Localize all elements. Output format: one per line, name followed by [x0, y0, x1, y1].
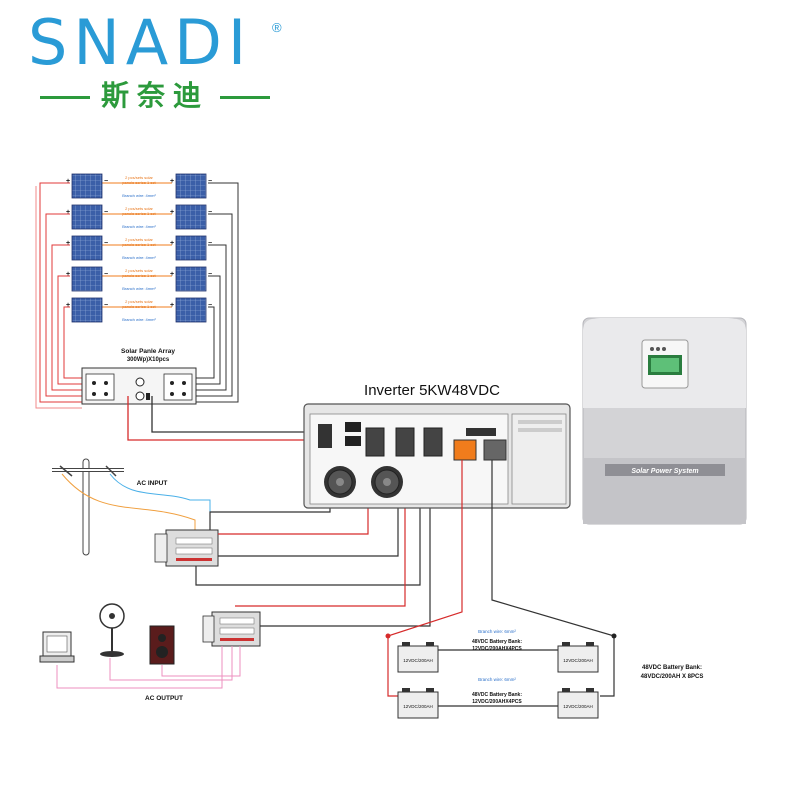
solar-wiring	[35, 182, 239, 409]
battery-cell-label: 12VDC/200AH	[563, 658, 593, 663]
pair-label-1: 2 pcs/sets solar	[125, 175, 153, 180]
speaker-load	[149, 625, 175, 665]
svg-text:−: −	[208, 209, 212, 216]
solar-panel	[71, 266, 103, 292]
battery-bank-label-2: 12VDC/200AHX4PCS	[472, 646, 522, 652]
battery-cell-label: 12VDC/200AH	[403, 658, 433, 663]
svg-text:−: −	[104, 271, 108, 278]
inverter-open-unit	[303, 403, 571, 509]
svg-text:−: −	[104, 240, 108, 247]
battery-total-label-2: 48VDC/200AH X 8PCS	[641, 674, 704, 680]
pair-label-2: panels series 1 set	[122, 273, 156, 278]
svg-text:−: −	[104, 178, 108, 185]
inverter-unit-label: Solar Power System	[631, 468, 698, 475]
solar-panel	[175, 266, 207, 292]
brand-chinese-text: 斯奈迪	[100, 79, 209, 112]
battery-cell: 12VDC/200AH	[557, 688, 599, 719]
svg-text:+: +	[66, 240, 70, 247]
solar-panel	[175, 297, 207, 323]
branch-wire-label: Branch wire: 4mm²	[122, 317, 156, 322]
branch-wire-label: Branch wire: 4mm²	[122, 193, 156, 198]
ac-input-breaker	[154, 529, 219, 567]
ac-wiring	[195, 455, 431, 627]
computer-load	[39, 631, 75, 663]
logo-left-bar	[40, 96, 90, 99]
brand-logo: SNADI	[28, 6, 253, 79]
pair-label-1: 2 pcs/sets solar	[125, 237, 153, 242]
svg-text:−: −	[104, 302, 108, 309]
svg-text:−: −	[208, 178, 212, 185]
solar-panel-row-5	[71, 297, 207, 323]
battery-branch-wire-label: Branch wire: 6mm²	[478, 677, 516, 682]
battery-node-negative	[611, 633, 617, 639]
battery-bank-label-2: 12VDC/200AHX4PCS	[472, 699, 522, 705]
battery-cell: 12VDC/200AH	[397, 688, 439, 719]
battery-node-positive	[385, 633, 391, 639]
svg-text:+: +	[170, 178, 174, 185]
inverter-title: Inverter 5KW48VDC	[364, 382, 500, 399]
pair-label-1: 2 pcs/sets solar	[125, 299, 153, 304]
svg-text:+: +	[66, 209, 70, 216]
inverter-product-photo: Solar Power System	[582, 317, 747, 525]
battery-wiring	[387, 460, 615, 707]
ac-input-label: AC INPUT	[137, 480, 168, 487]
solar-panel-row-3	[71, 235, 207, 261]
pair-label-2: panels series 1 set	[122, 304, 156, 309]
svg-text:−: −	[208, 240, 212, 247]
logo-right-bar	[220, 96, 270, 99]
battery-total-label-1: 48VDC Battery Bank:	[642, 665, 702, 671]
pv-combiner-box	[81, 367, 197, 405]
solar-panel	[71, 204, 103, 230]
solar-panel	[175, 235, 207, 261]
svg-text:−: −	[104, 209, 108, 216]
solar-panel-row-2	[71, 204, 207, 230]
battery-cell: 12VDC/200AH	[397, 642, 439, 673]
solar-array-title: Solar Panle Array	[121, 348, 175, 355]
svg-text:+: +	[66, 271, 70, 278]
ac-output-breaker	[202, 611, 261, 647]
battery-bank-label-1: 48VDC Battery Bank:	[472, 692, 522, 698]
svg-text:+: +	[66, 302, 70, 309]
panel-polarity-markers: + − + − + − + − + − + − + − + − + − + −	[66, 178, 212, 309]
svg-text:−: −	[208, 271, 212, 278]
svg-text:−: −	[208, 302, 212, 309]
pair-label-2: panels series 1 set	[122, 180, 156, 185]
solar-array-spec: 300Wp)X10pcs	[127, 357, 170, 363]
solar-panel-row-4	[71, 266, 207, 292]
pair-label-2: panels series 1 set	[122, 211, 156, 216]
pair-label-1: 2 pcs/sets solar	[125, 206, 153, 211]
solar-panel	[71, 235, 103, 261]
battery-cell: 12VDC/200AH	[557, 642, 599, 673]
svg-text:+: +	[170, 302, 174, 309]
pair-label-1: 2 pcs/sets solar	[125, 268, 153, 273]
ac-output-label: AC OUTPUT	[145, 695, 183, 702]
brand-chinese-name: 斯奈迪	[40, 82, 270, 114]
ac-output-wiring	[56, 646, 241, 689]
solar-panel	[175, 204, 207, 230]
panel-labels: 2 pcs/sets solar panels series 1 set Bra…	[122, 175, 156, 322]
svg-text:+: +	[66, 178, 70, 185]
svg-text:+: +	[170, 271, 174, 278]
solar-panel-row-1	[71, 173, 207, 199]
pair-label-2: panels series 1 set	[122, 242, 156, 247]
solar-panel	[175, 173, 207, 199]
solar-panel	[71, 297, 103, 323]
fan-load	[99, 603, 125, 657]
branch-wire-label: Branch wire: 4mm²	[122, 255, 156, 260]
solar-panel	[71, 173, 103, 199]
registered-mark: ®	[272, 20, 282, 35]
utility-pole	[52, 458, 211, 556]
branch-wire-label: Branch wire: 4mm²	[122, 224, 156, 229]
battery-bank-label-1: 48VDC Battery Bank:	[472, 639, 522, 645]
battery-cell-label: 12VDC/200AH	[403, 704, 433, 709]
battery-branch-wire-label: Branch wire: 6mm²	[478, 629, 516, 634]
battery-cell-label: 12VDC/200AH	[563, 704, 593, 709]
solar-panel-array	[71, 173, 207, 323]
svg-text:+: +	[170, 240, 174, 247]
svg-text:+: +	[170, 209, 174, 216]
branch-wire-label: Branch wire: 4mm²	[122, 286, 156, 291]
